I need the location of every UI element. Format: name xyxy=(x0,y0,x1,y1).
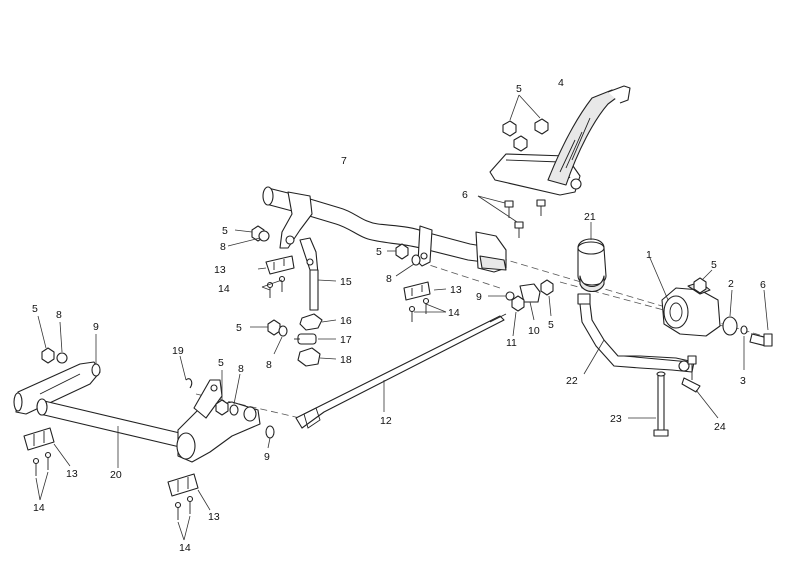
callout-8-left-arm: 8 xyxy=(238,363,244,375)
callout-21: 21 xyxy=(584,211,596,223)
shaft-clip-screws xyxy=(257,255,295,298)
callout-7: 7 xyxy=(341,155,347,167)
callout-15: 15 xyxy=(340,276,352,288)
housing-nut xyxy=(693,269,713,294)
callout-11: 11 xyxy=(506,337,517,349)
callout-13-upper: 13 xyxy=(214,264,226,276)
part-knob xyxy=(577,222,607,293)
callout-17: 17 xyxy=(340,334,352,346)
callout-3: 3 xyxy=(740,375,746,387)
far-left-hardware xyxy=(37,315,101,377)
callout-5-left-arm: 5 xyxy=(218,357,224,369)
callout-9-rod: 9 xyxy=(476,291,482,303)
part-linkage-15 xyxy=(299,237,337,311)
part-cross-shaft xyxy=(262,186,507,273)
part-pin xyxy=(628,371,669,437)
callout-13-bottom: 13 xyxy=(208,511,220,523)
callout-labels: 1 2 3 4 5 5 5 5 5 5 5 5 6 6 7 8 8 8 8 8 … xyxy=(32,77,766,554)
callout-16: 16 xyxy=(340,315,352,327)
callout-2: 2 xyxy=(728,278,734,290)
part-pedal xyxy=(489,85,631,196)
callout-12: 12 xyxy=(380,415,392,427)
callout-14-bottom: 14 xyxy=(179,542,191,554)
callout-8-lower-left: 8 xyxy=(220,241,226,253)
callout-5-shaft-left: 5 xyxy=(548,319,554,331)
rod-nut-washer xyxy=(387,243,421,277)
callout-22: 22 xyxy=(566,375,578,387)
callout-4: 4 xyxy=(558,77,564,89)
part-housing xyxy=(649,257,721,337)
callout-13-bottom-left: 13 xyxy=(66,468,78,480)
callout-9-far-left: 9 xyxy=(93,321,99,333)
callout-6-right: 6 xyxy=(760,279,766,291)
left-arm-hardware xyxy=(179,355,275,449)
callout-5-right: 5 xyxy=(711,259,717,271)
callout-23: 23 xyxy=(610,413,622,425)
callout-6-pedal: 6 xyxy=(462,189,468,201)
shaft-left-hardware xyxy=(227,225,270,247)
callout-18: 18 xyxy=(340,354,352,366)
callout-9-bottom: 9 xyxy=(264,451,270,463)
pedal-nuts xyxy=(502,94,549,152)
part-small-bolt xyxy=(681,355,719,419)
fittings-16-18 xyxy=(294,313,337,367)
callout-5-far-left: 5 xyxy=(32,303,38,315)
part-long-rod xyxy=(295,313,507,429)
callout-14-upper: 14 xyxy=(218,283,230,295)
callout-24: 24 xyxy=(714,421,726,433)
washer-bolt-set xyxy=(722,289,773,370)
center-nut-washer xyxy=(250,319,288,355)
callout-5-center: 5 xyxy=(236,322,242,334)
rod-end-hardware xyxy=(488,279,554,337)
bottom-clip-screws xyxy=(167,473,211,541)
callout-5-pedal: 5 xyxy=(516,83,522,95)
callout-14-center: 14 xyxy=(448,307,460,319)
center-clip-screws xyxy=(403,281,447,322)
callout-14-bottom-left: 14 xyxy=(33,502,45,514)
bottom-left-clip-screws xyxy=(23,427,71,501)
part-lower-shaft xyxy=(13,361,261,468)
callout-20: 20 xyxy=(110,469,122,481)
callout-8-rod: 8 xyxy=(386,273,392,285)
callout-13-center: 13 xyxy=(450,284,462,296)
callout-19: 19 xyxy=(172,345,184,357)
callout-5-rod: 5 xyxy=(376,246,382,258)
callout-8-center: 8 xyxy=(266,359,272,371)
callout-8-far-left: 8 xyxy=(56,309,62,321)
callout-5-lower-left: 5 xyxy=(222,225,228,237)
callout-10: 10 xyxy=(528,325,540,337)
pedal-bolts xyxy=(477,195,546,238)
callout-1: 1 xyxy=(646,249,652,261)
